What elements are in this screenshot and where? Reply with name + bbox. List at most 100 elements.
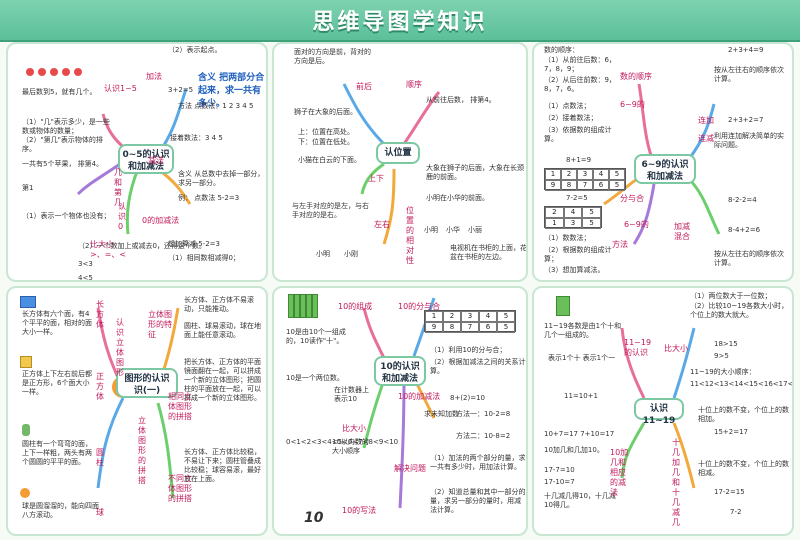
header-banner: 思维导图学知识	[0, 0, 800, 42]
note: 在计数器上表示10	[334, 386, 369, 403]
grid-cell: 8	[561, 180, 577, 191]
note: 10加几和几加10。	[544, 446, 604, 454]
note: 长方体、正方体不易滚动，只能推动。	[184, 296, 254, 313]
note: 3+2=5	[168, 86, 194, 94]
note: 11~19的大小顺序：	[690, 368, 756, 376]
note: 把长方体、正方体的平面镜面翻在一起，可以拼成一个新的立体图形；把圆柱的平面放在一…	[184, 358, 261, 402]
note: 方法一：10-2=8	[456, 410, 511, 418]
note: 最后数到5，就有几个。	[22, 88, 97, 96]
note: 11~19各数是由1个十和几个一组成的。	[544, 322, 622, 339]
branch-label: 6~9的	[624, 220, 649, 229]
center-node-10: 10的认识 和加减法	[374, 356, 426, 386]
note: 长方体、正方体比较稳，不易让下来；圆柱管叠成比较稳；球容易滚，最好放在上面。	[184, 448, 261, 483]
apple-icon	[50, 68, 58, 76]
branch-label: 认识立体图形	[116, 318, 124, 377]
note: （2）从后往前数：9，8，7，6。	[544, 76, 616, 93]
note: （1）相同数相减得0；	[168, 254, 240, 262]
note: 10是由10个一组成的，10读作"十"。	[286, 328, 346, 345]
note: 电视机在书柜的上面，花盆在书柜的左边。	[450, 244, 527, 261]
apple-icon	[38, 68, 46, 76]
center-line-1: 认位置	[384, 148, 412, 158]
cuboid-icon	[20, 296, 36, 308]
center-line-2: 识(一)	[133, 386, 161, 396]
center-line-2: 和加减法	[646, 172, 683, 182]
center-node-shapes: 图形的认识 识(一)	[116, 368, 178, 398]
branch-label: 不同立体图形的拼搭	[168, 474, 192, 503]
note: 小猫在白云的下面。	[298, 156, 361, 164]
note: 按从左往右的顺序依次计算。	[714, 66, 784, 83]
branch-label: 立体图形的拼搭	[138, 416, 146, 485]
note: （1）"几"表示多少，是一些数或物体的数量；	[22, 118, 110, 135]
counting-rod-icon	[288, 294, 294, 318]
formula: 含义 把两部分合起来，求一共有多少。	[198, 73, 265, 109]
panel-0-5: 0~5的认识 和加减法 最后数到5，就有几个。 认识1~5 加法 （2）表示起点…	[6, 42, 268, 282]
grid-cell: 9	[425, 322, 443, 333]
branch-label: 几和第几	[114, 168, 122, 207]
grid-cell: 3	[577, 169, 593, 180]
note: 想加算减 5-2=3	[168, 240, 220, 248]
grid-cell: 5	[609, 180, 625, 191]
apple-icon	[26, 68, 34, 76]
number-grid: 1 2 3 4 5 9 8 7 6 5	[544, 168, 626, 191]
grid-cell: 9	[545, 180, 561, 191]
number-grid: 1 2 3 4 5 9 8 7 6 5	[424, 310, 516, 333]
branch-label: 立体图形的特征	[148, 310, 172, 339]
note: 从前往后数， 排第4。	[426, 96, 496, 104]
note: 正方体上下左右前后都是正方形，6个面大小一样。	[22, 370, 92, 396]
note: 15+2=17	[714, 428, 748, 436]
note: 与左手对应的是左，与右手对应的是右。	[292, 202, 369, 219]
note: 方法 点数法：1 2 3 4 5	[178, 102, 254, 110]
note: 11=10+1	[564, 392, 598, 400]
note: 狮子在大象的后面。	[294, 108, 357, 116]
branch-label: 长方体	[96, 300, 104, 329]
note: 8+(2)=10	[450, 394, 486, 402]
branch-label: 减法	[148, 156, 164, 165]
note: （1）从前往后数：6，7，8，9；	[544, 56, 616, 73]
branch-label: 10的写法	[342, 506, 377, 515]
note: 含义 从总数中去掉一部分，求另一部分。	[178, 170, 265, 187]
branch-label: 比大小	[664, 344, 688, 353]
note: 大象在狮子的后面，大象在长颈鹿的前面。	[426, 164, 524, 181]
center-line-1: 认识11~19	[642, 404, 676, 426]
note: 7-2	[730, 508, 742, 516]
grid-cell: 1	[545, 169, 561, 180]
apple-icon	[62, 68, 70, 76]
note: 4<5	[78, 274, 93, 282]
branch-label: 加减混合	[674, 222, 690, 241]
apple-icon	[74, 68, 82, 76]
grid-cell: 5	[609, 169, 625, 180]
note: （2）接着数法；	[544, 114, 598, 122]
grid-cell: 5	[582, 218, 601, 229]
center-node-position: 认位置	[376, 142, 420, 164]
branch-label: 10加几和相应的减法	[610, 448, 629, 497]
note: 8-2-2=4	[728, 196, 757, 204]
branch-label: 比大小 >、=、<	[90, 240, 127, 259]
branch-label: 10的加减法	[398, 392, 441, 401]
note: 球是圆溜溜的，能向四面八方滚动。	[22, 502, 99, 519]
note: 10+7=17 7+10=17	[544, 430, 615, 438]
center-line-1: 0~5的认识	[122, 150, 170, 160]
branch-label: 正方体	[96, 372, 104, 401]
branch-label: 分与合	[620, 194, 644, 203]
note: （2）"第几"表示物体的排序。	[22, 136, 103, 153]
note: 利用连加解决简单的实际问题。	[714, 132, 784, 149]
note: 按从左往右的顺序依次计算。	[714, 250, 784, 267]
note: 面对的方向是前，背对的方向是后。	[294, 48, 371, 65]
handwritten-10: 10	[304, 510, 324, 526]
note: 小刚	[344, 250, 358, 258]
note: 17-7=10	[544, 466, 575, 474]
center-line-1: 图形的认识	[124, 374, 170, 384]
note: （2）根据数的组成计算；	[544, 246, 612, 263]
grid-cell: 3	[461, 311, 479, 322]
note: （1）利用10的分与合；	[430, 346, 507, 354]
grid-cell: 5	[497, 311, 515, 322]
center-line-2: 和加减法	[127, 162, 164, 172]
panel-11-19-branches	[620, 327, 696, 489]
branch-label: 方法	[612, 240, 628, 249]
note: 十位上的数不变，个位上的数相减。	[698, 460, 789, 477]
branch-label: 圆柱	[96, 448, 104, 467]
note: 10以内数的大小顺序	[332, 438, 369, 455]
panel-position-branches	[342, 83, 441, 245]
branch-label: 数的顺序	[620, 72, 652, 81]
note: 第1	[22, 184, 34, 192]
